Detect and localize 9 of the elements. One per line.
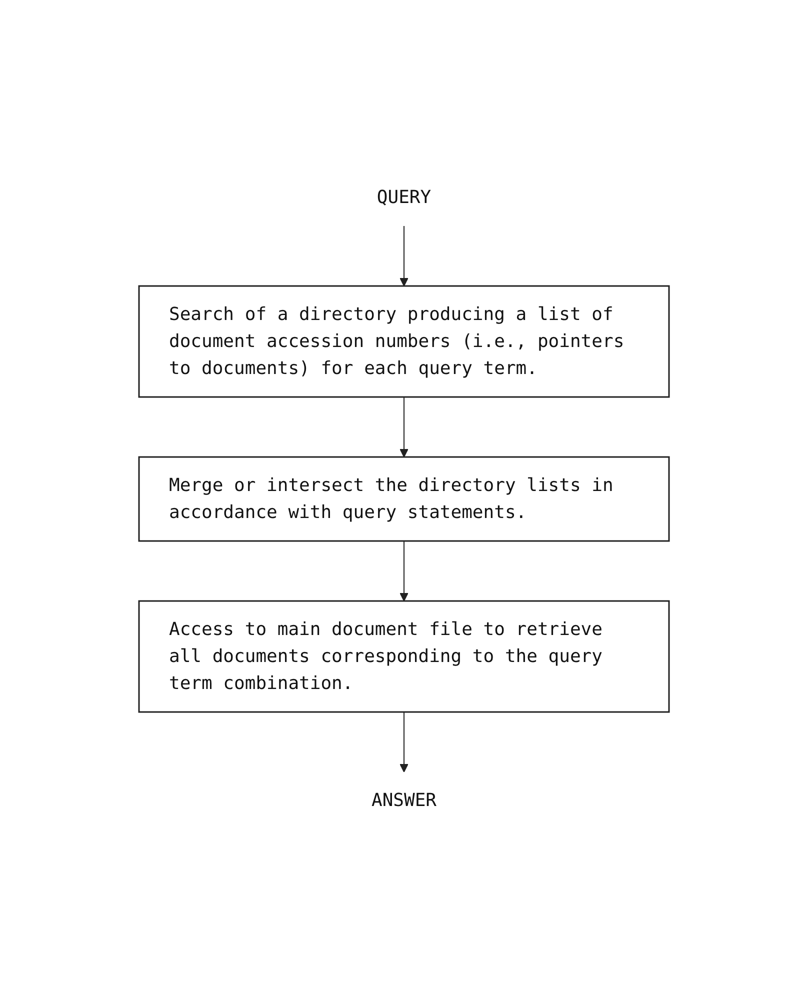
arrow [400, 711, 408, 772]
arrow [400, 225, 408, 286]
node-text: ANSWER [371, 790, 437, 810]
node-box: Search of a directory producing a list of document accession numbers (i.e., pointers to documents) for each query term. [138, 284, 670, 398]
arrow [400, 396, 408, 457]
node-box: Access to main document file to retrieve all documents corresponding to the query term combination. [138, 600, 670, 712]
arrow [400, 540, 408, 601]
node-text: QUERY [376, 186, 432, 208]
node-box: Merge or intersect the directory lists in accordance with query statements. [138, 456, 670, 542]
